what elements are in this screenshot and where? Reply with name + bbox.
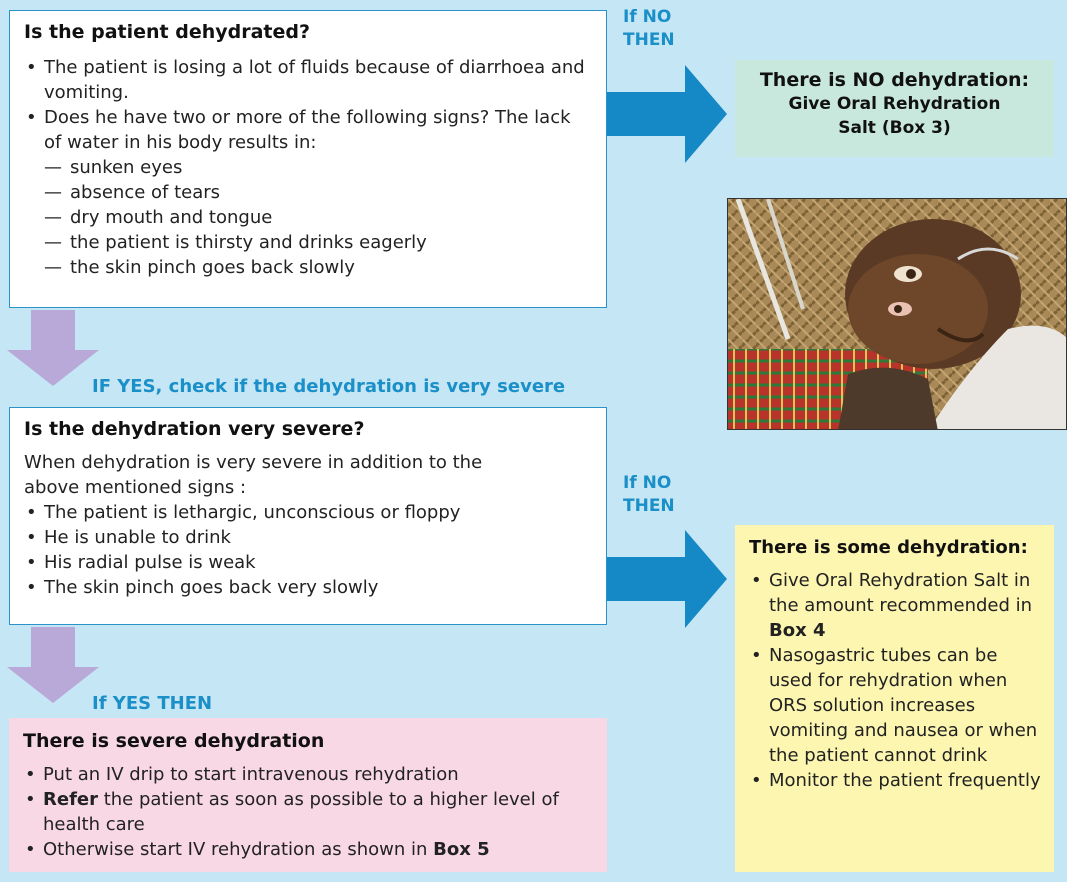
sign-text: the skin pinch goes back slowly xyxy=(70,257,355,278)
if-yes-then-label: If YES THEN xyxy=(92,693,213,714)
list-item: Give Oral Rehydration Salt in the amount… xyxy=(749,568,1042,643)
if-no-then-label-2: If NO THEN xyxy=(623,473,675,516)
refer-text: the patient as soon as possible to a hig… xyxy=(43,789,559,835)
patient-photo-drawing xyxy=(728,199,1066,429)
dehydration-question-title: Is the patient dehydrated? xyxy=(24,21,311,43)
nasogastric-advice-text: Nasogastric tubes can be used for rehydr… xyxy=(769,645,1038,766)
no-dehydration-advice: Give Oral Rehydration Salt (Box 3) xyxy=(788,94,1001,138)
list-item: — the skin pinch goes back slowly xyxy=(44,255,592,280)
list-item: — absence of tears xyxy=(44,180,592,205)
if-yes-check-label: IF YES, check if the dehydration is very… xyxy=(92,376,566,397)
list-item: — sunken eyes xyxy=(44,155,592,180)
ors-advice-text: Give Oral Rehydration Salt in the amount… xyxy=(769,570,1033,616)
dash-mark: — xyxy=(44,257,62,278)
list-item: Nasogastric tubes can be used for rehydr… xyxy=(749,643,1042,768)
arrow-right-icon xyxy=(607,530,727,628)
severe-dehydration-intro: When dehydration is very severe in addit… xyxy=(24,452,483,498)
dehydration-question-list: The patient is losing a lot of fluids be… xyxy=(24,55,592,280)
dehydration-fluid-loss-text: The patient is losing a lot of fluids be… xyxy=(44,57,585,103)
dehydration-signs-intro: Does he have two or more of the followin… xyxy=(44,107,571,153)
sign-text: dry mouth and tongue xyxy=(70,207,273,228)
patient-photo xyxy=(727,198,1067,430)
severe-dehydration-question-box: Is the dehydration very severe? When deh… xyxy=(9,407,607,625)
list-item: Put an IV drip to start intravenous rehy… xyxy=(23,762,593,787)
sign-text: absence of tears xyxy=(70,182,221,203)
no-dehydration-title: There is NO dehydration: xyxy=(759,69,1030,91)
list-item: — the patient is thirsty and drinks eager… xyxy=(44,230,592,255)
severe-dehydration-question-title: Is the dehydration very severe? xyxy=(24,418,365,440)
list-item: Monitor the patient frequently xyxy=(749,768,1042,793)
refer-emphasis: Refer xyxy=(43,789,98,810)
dash-mark: — xyxy=(44,232,62,253)
list-item: Refer the patient as soon as possible to… xyxy=(23,787,593,837)
monitor-advice-text: Monitor the patient frequently xyxy=(769,770,1041,791)
sign-text: sunken eyes xyxy=(70,157,183,178)
severe-dehydration-box: There is severe dehydration Put an IV dr… xyxy=(9,718,607,872)
list-item: — dry mouth and tongue xyxy=(44,205,592,230)
dehydration-signs-list: — sunken eyes — absence of tears — dry mout… xyxy=(44,155,592,280)
if-no-then-label-1: If NO THEN xyxy=(623,7,675,50)
severe-sign-text: His radial pulse is weak xyxy=(44,552,256,573)
list-item: The patient is losing a lot of fluids be… xyxy=(24,55,592,105)
list-item: The skin pinch goes back very slowly xyxy=(24,575,592,600)
dehydration-question-box: Is the patient dehydrated? The patient i… xyxy=(9,10,607,308)
list-item: His radial pulse is weak xyxy=(24,550,592,575)
severe-sign-text: The skin pinch goes back very slowly xyxy=(44,577,379,598)
dash-mark: — xyxy=(44,157,62,178)
dash-mark: — xyxy=(44,207,62,228)
iv-drip-text: Put an IV drip to start intravenous rehy… xyxy=(43,764,459,785)
list-item: The patient is lethargic, unconscious or… xyxy=(24,500,592,525)
arrow-right-icon xyxy=(607,65,727,163)
severe-dehydration-title: There is severe dehydration xyxy=(23,730,325,752)
some-dehydration-title: There is some dehydration: xyxy=(749,537,1028,558)
iv-rehydration-text: Otherwise start IV rehydration as shown … xyxy=(43,839,434,860)
box-5-reference: Box 5 xyxy=(433,839,490,860)
dash-mark: — xyxy=(44,182,62,203)
arrow-down-icon xyxy=(7,310,99,386)
no-dehydration-box: There is NO dehydration: Give Oral Rehyd… xyxy=(735,60,1054,157)
sign-text: the patient is thirsty and drinks eagerl… xyxy=(70,232,427,253)
arrow-down-icon xyxy=(7,627,99,703)
list-item: Otherwise start IV rehydration as shown … xyxy=(23,837,593,862)
some-dehydration-list: Give Oral Rehydration Salt in the amount… xyxy=(749,568,1042,793)
severe-sign-text: The patient is lethargic, unconscious or… xyxy=(44,502,461,523)
severe-sign-text: He is unable to drink xyxy=(44,527,231,548)
box-4-reference: Box 4 xyxy=(769,620,826,641)
severe-dehydration-signs-list: The patient is lethargic, unconscious or… xyxy=(24,500,592,600)
list-item: Does he have two or more of the followin… xyxy=(24,105,592,280)
some-dehydration-box: There is some dehydration: Give Oral Reh… xyxy=(735,525,1054,872)
list-item: He is unable to drink xyxy=(24,525,592,550)
severe-dehydration-actions-list: Put an IV drip to start intravenous rehy… xyxy=(23,762,593,862)
